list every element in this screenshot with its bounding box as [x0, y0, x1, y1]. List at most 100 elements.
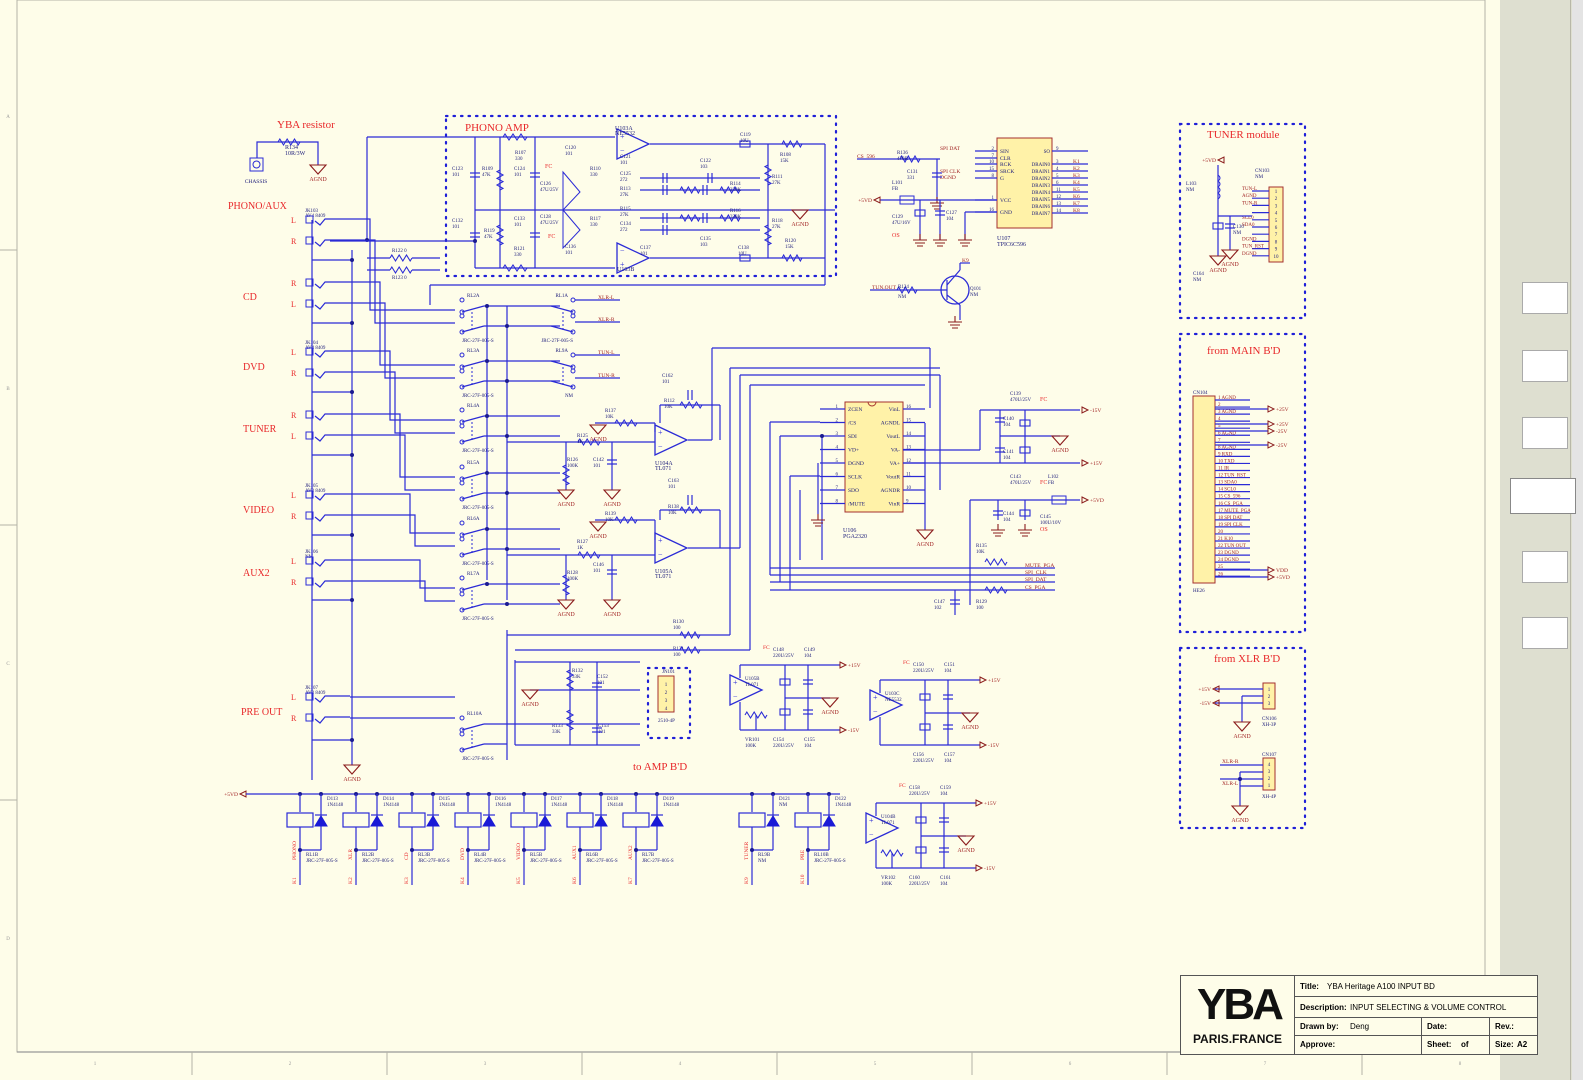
- part-label: NM: [1233, 231, 1242, 236]
- date-label: Date:: [1427, 1022, 1448, 1031]
- part-label: C139: [1010, 392, 1021, 397]
- part-label: 10K: [605, 415, 614, 420]
- pin-name: SDI: [848, 434, 857, 440]
- sheet-thumbnail-6[interactable]: [1522, 617, 1568, 649]
- wire: [350, 350, 455, 421]
- description-label: Description:: [1300, 1003, 1347, 1012]
- relay-source-label: AUX2: [628, 845, 634, 860]
- net-label: K9: [962, 258, 969, 264]
- sheet-thumbnail-2[interactable]: [1522, 350, 1568, 382]
- resistor-icon: [577, 550, 601, 560]
- column-marker: 5: [874, 1062, 877, 1067]
- pin-number: 6: [1275, 226, 1278, 231]
- pin-name: VoutR: [886, 475, 900, 481]
- part-label: R113: [620, 187, 631, 192]
- part-label: C131: [907, 170, 918, 175]
- net-label: K1: [1073, 159, 1080, 165]
- relay-k-label: K5: [516, 877, 522, 884]
- junction-dot: [466, 848, 470, 852]
- part-label: AV4 8409: [305, 346, 326, 351]
- ground-icon: [602, 489, 622, 500]
- relay-contact-icon: [459, 368, 465, 374]
- part-label: 330: [590, 223, 598, 228]
- ferrite-bead-icon: [1051, 495, 1067, 505]
- part-label: C148: [773, 648, 784, 653]
- jack-icon: [305, 692, 314, 701]
- relay-coil-icon: [454, 812, 482, 828]
- resistor-icon: [495, 169, 505, 191]
- part-label: C158: [909, 786, 920, 791]
- part-label: Q101: [970, 287, 982, 292]
- part-label: C122: [700, 159, 711, 164]
- pin-number: 3: [1056, 160, 1059, 165]
- relay-coil-icon: [566, 812, 594, 828]
- part-label: R116: [730, 209, 741, 214]
- pin-number: 7: [836, 486, 839, 491]
- input-label-dvd: DVD: [243, 362, 265, 373]
- part-label: C159: [940, 786, 951, 791]
- junction-dot: [485, 304, 489, 308]
- ferrite-bead-icon: [899, 195, 915, 205]
- part-label: FB: [892, 187, 899, 192]
- part-label: 272: [620, 228, 628, 233]
- wire: [350, 514, 455, 547]
- input-label-phono-aux: PHONO/AUX: [228, 201, 288, 212]
- ground-icon: [1018, 524, 1032, 537]
- wire: [314, 493, 350, 501]
- ground-icon: [913, 234, 927, 247]
- net-label: 7: [1218, 438, 1221, 443]
- ground-icon: [556, 599, 576, 610]
- relay-switch-arm: [461, 492, 485, 500]
- part-label: +: [620, 132, 625, 141]
- input-label-tuner: TUNER: [243, 424, 277, 435]
- part-label: RL3A: [467, 349, 480, 354]
- part-label: −: [873, 707, 878, 716]
- sheet-thumbnail-1[interactable]: [1522, 282, 1568, 314]
- resistor-icon: [577, 437, 601, 447]
- jack-icon: [305, 215, 314, 224]
- sheet-thumbnail-5[interactable]: [1522, 551, 1568, 583]
- part-label: C127: [946, 211, 957, 216]
- net-label: TUN_RST: [1242, 245, 1264, 250]
- part-label: JRC-27F-005-S: [586, 859, 618, 864]
- part-label: C144: [1003, 512, 1014, 517]
- power-port-icon: [1211, 699, 1220, 707]
- part-label: R134: [285, 145, 298, 151]
- relay-switch-arm: [461, 583, 485, 591]
- part-label: R111: [772, 175, 783, 180]
- resistor-icon: [763, 164, 773, 186]
- jack-icon: [305, 299, 314, 308]
- junction-dot: [350, 453, 354, 457]
- part-label: 10K: [668, 511, 677, 516]
- part-label: 104: [1003, 518, 1011, 523]
- part-label: U103B: [617, 267, 634, 273]
- pin-name: DRAIN0: [1032, 163, 1051, 168]
- pin-name: VD+: [848, 448, 859, 454]
- part-label: C125: [620, 172, 631, 177]
- junction-dot: [634, 848, 638, 852]
- pin-name: VCC: [1000, 198, 1012, 204]
- fc-note: FC: [903, 660, 910, 666]
- power-port-label: +25V: [1276, 422, 1289, 428]
- part-label: C154: [773, 738, 784, 743]
- part-label: 220U/25V: [773, 744, 795, 749]
- part-label: R112: [664, 399, 675, 404]
- part-label: 101: [514, 223, 522, 228]
- sheet-thumbnail-3[interactable]: [1522, 417, 1568, 449]
- junction-dot: [578, 848, 582, 852]
- part-label: 103: [700, 165, 708, 170]
- sheet-thumbnail-current[interactable]: [1510, 478, 1576, 514]
- part-label: D122: [835, 797, 847, 802]
- phono-network-icon: [562, 170, 581, 212]
- relay-coil-icon: [286, 812, 314, 828]
- part-label: −: [658, 550, 663, 559]
- part-label: 272: [620, 178, 628, 183]
- part-label: 104: [944, 759, 952, 764]
- relay-coil-icon: [398, 812, 426, 828]
- navigator-scrollbar[interactable]: [1572, 0, 1583, 1080]
- junction-dot: [410, 848, 414, 852]
- ground-label: AGND: [821, 710, 839, 716]
- part-label: 104: [1003, 423, 1011, 428]
- relay-k-label: K6: [572, 877, 578, 884]
- junction-dot: [505, 602, 509, 606]
